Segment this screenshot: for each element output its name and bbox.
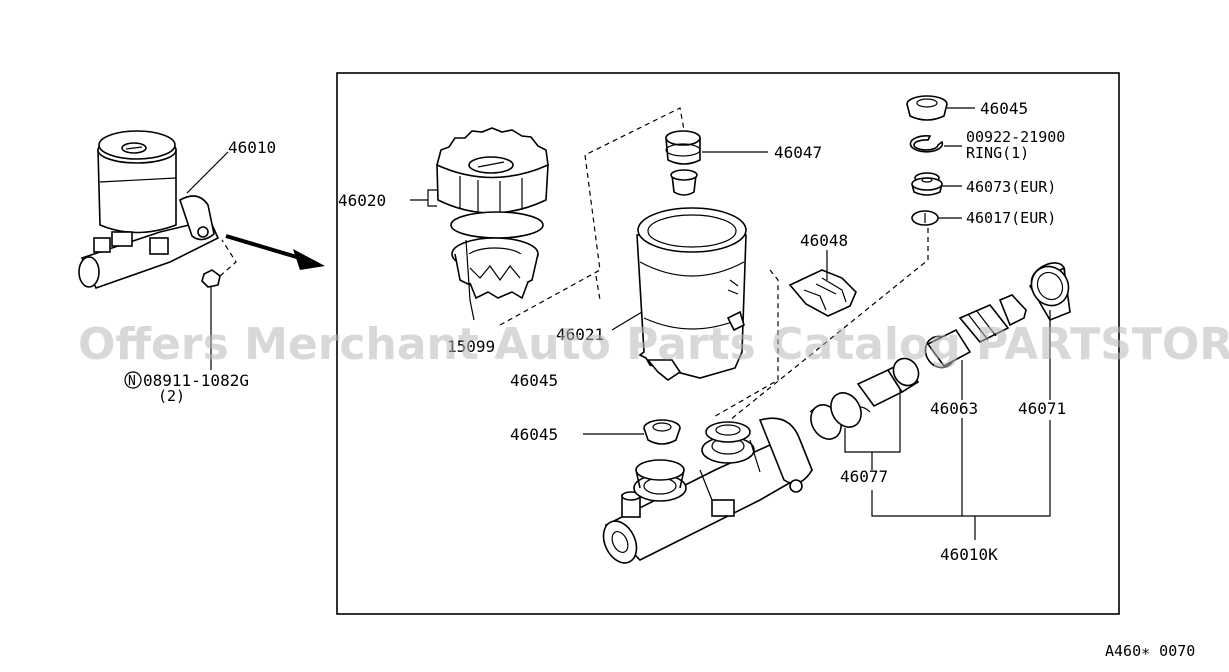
piston-assembly: [809, 262, 1071, 440]
label-46063: 46063: [930, 399, 978, 418]
master-cylinder-assembly: [78, 130, 237, 289]
connector-46048: [788, 269, 857, 317]
reservoir-cap: [436, 127, 549, 215]
label-46010k: 46010K: [940, 545, 998, 564]
ring-00922: [909, 134, 944, 153]
label-46045-top: 46045: [980, 99, 1028, 118]
detail-frame: [336, 72, 1120, 615]
label-46048: 46048: [800, 231, 848, 250]
figure-code: A460∗ 0070: [1105, 642, 1195, 660]
label-46010: 46010: [228, 138, 276, 157]
seal-46017: [911, 210, 939, 226]
label-15099: 15099: [447, 337, 495, 356]
seal-46045-top: [906, 95, 948, 121]
cylinder-body: [602, 417, 814, 564]
label-46047: 46047: [774, 143, 822, 162]
label-46017: 46017(EUR): [966, 209, 1056, 227]
sleeve-46047: [665, 130, 701, 196]
seal-46045-low: [643, 419, 681, 445]
strainer: [450, 211, 544, 300]
label-qty-2: (2): [158, 387, 185, 405]
circled-n-icon: N: [124, 371, 142, 389]
label-46045-low: 46045: [510, 425, 558, 444]
arrow-right-icon: [225, 234, 325, 270]
reservoir: [636, 207, 747, 381]
label-46045-mid: 46045: [510, 371, 558, 390]
label-ring: RING(1): [966, 144, 1029, 162]
label-46071: 46071: [1018, 399, 1066, 418]
label-46021: 46021: [556, 325, 604, 344]
seal-46073: [911, 172, 943, 196]
label-46077: 46077: [840, 467, 888, 486]
label-46073: 46073(EUR): [966, 178, 1056, 196]
label-46020: 46020: [338, 191, 386, 210]
label-00922-21900: 00922-21900: [966, 128, 1065, 146]
n-prefix-letter: N: [128, 374, 136, 389]
watermark: Offers Merchant Auto Parts Catalog PARTS…: [78, 319, 1229, 370]
label-08911-1082g: 08911-1082G: [143, 371, 249, 390]
